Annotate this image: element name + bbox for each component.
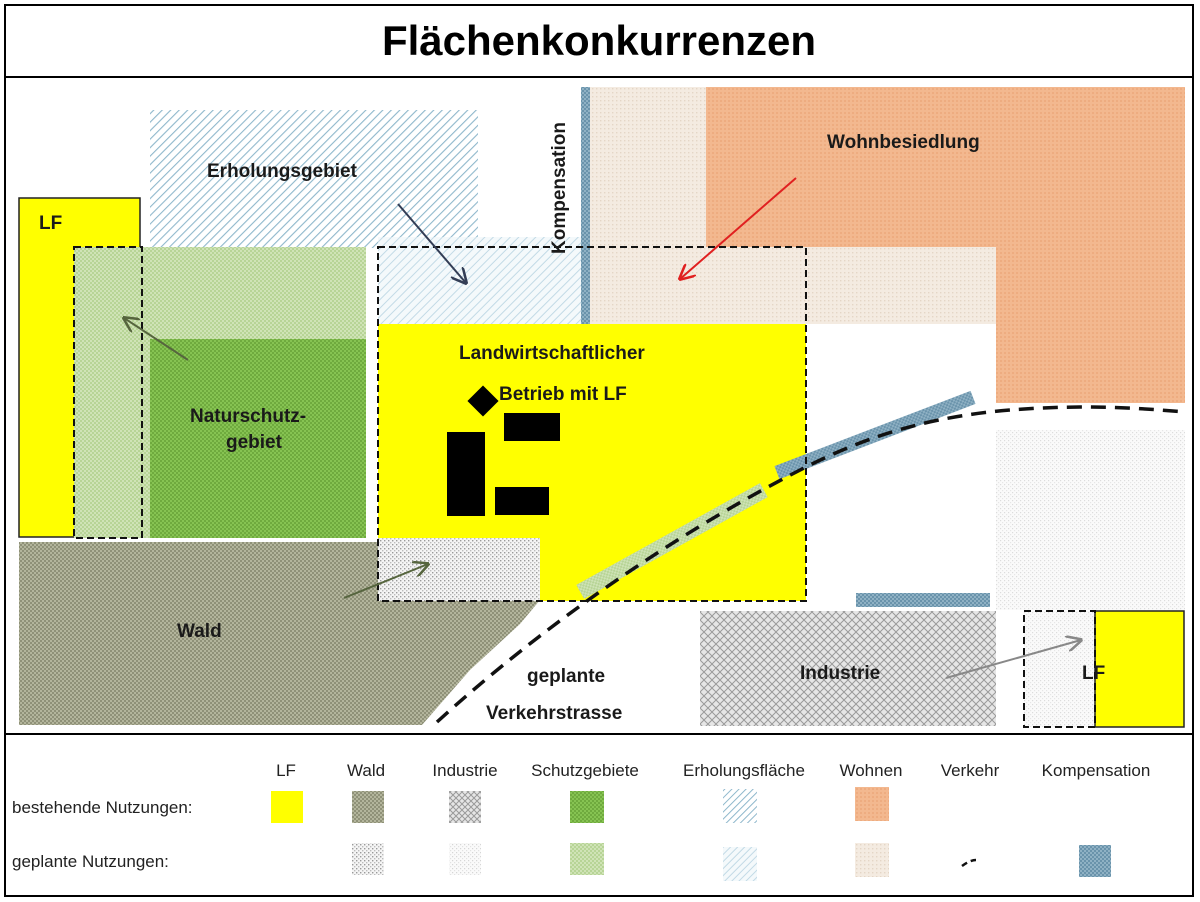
legend-header-verkehr: Verkehr <box>940 761 1000 780</box>
erholung-planned-area <box>378 237 583 324</box>
legend-header-wohnen: Wohnen <box>839 761 903 780</box>
farm-building <box>495 487 549 515</box>
landwirtschaftlicher-label: Landwirtschaftlicher <box>459 343 645 364</box>
wohnbesiedlung-label: Wohnbesiedlung <box>827 132 980 153</box>
farm-dashed-outline <box>377 246 807 602</box>
lf-right-area <box>1094 610 1185 728</box>
legend-header-industrie: Industrie <box>432 761 498 780</box>
lf-left-label: LF <box>39 213 63 234</box>
farm-building <box>447 432 485 516</box>
legend-row-existing: bestehende Nutzungen: <box>12 798 193 817</box>
arrow-wohnen <box>680 177 797 279</box>
legend-header-kompensation: Kompensation <box>1041 761 1151 780</box>
lf-left-dashed-outline <box>73 246 143 539</box>
kompensation-label: Kompensation <box>549 122 571 254</box>
naturschutz-label-2: gebiet <box>226 432 282 453</box>
arrow-erholung <box>397 203 466 283</box>
planned-faint-area <box>996 430 1185 610</box>
arrow-industrie <box>945 640 1081 679</box>
erholungsgebiet-label: Erholungsgebiet <box>207 161 357 182</box>
verkehrstrasse-label: Verkehrstrasse <box>486 703 623 724</box>
legend-divider <box>4 733 1194 735</box>
wald-label: Wald <box>177 621 222 642</box>
legend-row-planned: geplante Nutzungen: <box>12 852 169 871</box>
planned-road-line <box>435 405 1186 724</box>
arrow-wald <box>343 564 428 599</box>
industrie-area <box>700 611 996 726</box>
lf-right-planned-area <box>1024 611 1095 727</box>
geplante-label: geplante <box>527 666 606 687</box>
betrieb-label: Betrieb mit LF <box>499 384 627 405</box>
title-bar: Flächenkonkurrenzen <box>6 6 1192 78</box>
naturschutzgebiet-area <box>150 339 366 538</box>
schutzgebiet-planned-strip <box>576 483 768 599</box>
kompensation-strip <box>856 593 990 607</box>
farm-building <box>467 385 499 417</box>
legend-header-schutzgebiete: Schutzgebiete <box>531 761 639 780</box>
farm-building <box>504 413 560 441</box>
industrie-planned-area <box>378 538 540 601</box>
naturschutz-label-1: Naturschutz- <box>190 406 307 427</box>
lf-right-label: LF <box>1082 663 1106 684</box>
lf-right-dashed-outline <box>1023 610 1096 728</box>
legend-header-lf: LF <box>276 761 296 780</box>
page-title: Flächenkonkurrenzen <box>381 17 817 64</box>
legend-header-wald: Wald <box>346 761 386 780</box>
kompensation-strip <box>581 87 590 324</box>
erholungsgebiet-area <box>150 110 478 248</box>
legend-header-erholungsflaeche: Erholungsfläche <box>683 761 805 780</box>
arrow-naturschutz <box>124 318 189 361</box>
land-use-map <box>18 87 1186 728</box>
wohnbesiedlung-area <box>706 87 1185 403</box>
industrie-label: Industrie <box>800 663 881 684</box>
